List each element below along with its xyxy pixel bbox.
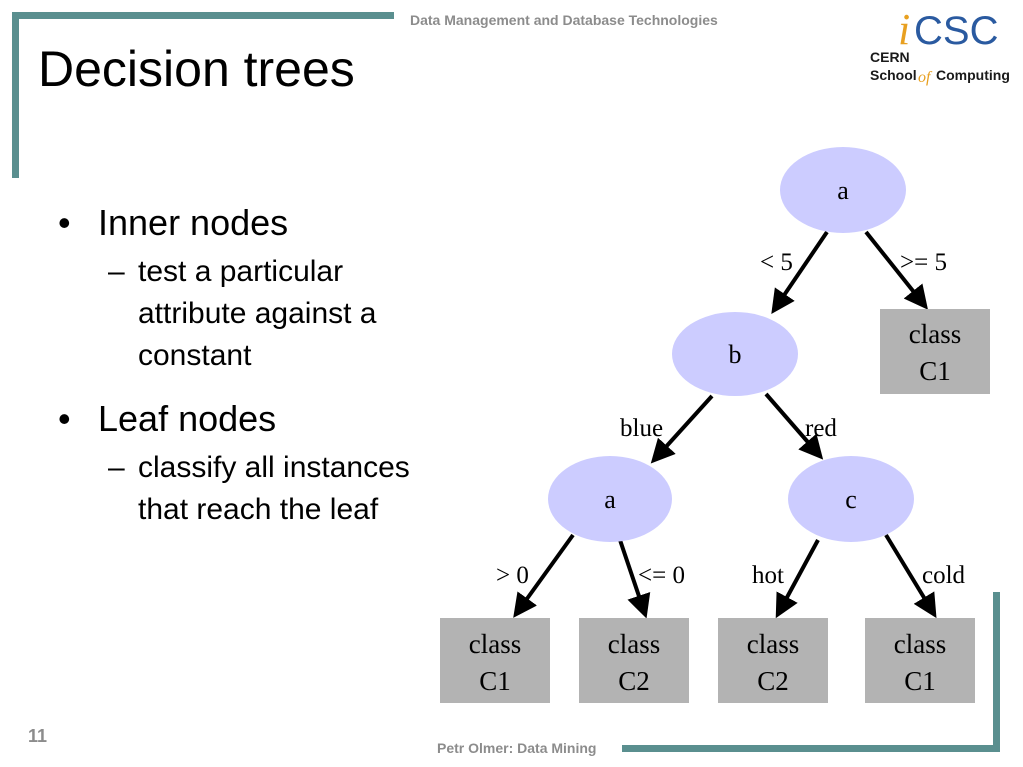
edge-label-red: red <box>805 415 837 442</box>
node-root-label: a <box>837 176 849 205</box>
edge-c-to-leaf-c1 <box>884 533 937 619</box>
edge-root-to-leaf <box>864 230 928 310</box>
node-root <box>780 147 906 233</box>
leaf-label-line2: C2 <box>757 666 789 696</box>
bullet-glyph: • <box>58 202 71 243</box>
slide-number: 11 <box>28 726 48 746</box>
node-b-label: b <box>729 340 742 369</box>
edge-b-to-c <box>764 392 824 460</box>
sub-bullet-line: that reach the leaf <box>138 493 379 526</box>
dash-glyph: – <box>108 255 125 288</box>
sub-bullet-leaf-nodes: – classify all instances that reach the … <box>58 447 478 531</box>
leaf-label-line2: C1 <box>479 666 511 696</box>
node-a <box>548 456 672 542</box>
edge-b-to-a <box>650 394 714 464</box>
header-text: Data Management and Database Technologie… <box>410 12 718 28</box>
leaf-c-left <box>718 618 828 703</box>
sub-bullet-line: test a particular <box>138 255 344 288</box>
logo-of: of <box>918 69 933 86</box>
edge-label-lt5: < 5 <box>760 249 793 276</box>
edge-label-hot: hot <box>752 562 784 589</box>
leaf-label-line1: class <box>909 319 961 349</box>
sub-bullet-line: constant <box>138 339 252 372</box>
leaf-label-line1: class <box>747 629 799 659</box>
footer-text: Petr Olmer: Data Mining <box>437 740 597 756</box>
leaf-label-line2: C1 <box>919 356 951 386</box>
node-c <box>788 456 914 542</box>
sub-bullet-line: classify all instances <box>138 451 410 484</box>
logo-cern: CERN <box>870 49 910 65</box>
bullet-list: • Inner nodes – test a particular attrib… <box>58 195 478 531</box>
logo-school: School <box>870 67 917 83</box>
dash-glyph: – <box>108 451 125 484</box>
leaf-a-right <box>579 618 689 703</box>
edge-a-to-leaf-c2 <box>618 539 651 619</box>
edge-c-to-leaf-c2 <box>775 539 820 619</box>
edge-label-gt0: > 0 <box>496 562 529 589</box>
edge-label-le0: <= 0 <box>638 562 685 589</box>
node-c-label: c <box>845 485 857 514</box>
edge-label-ge5: >= 5 <box>900 249 947 276</box>
node-b <box>672 312 798 396</box>
frame-bottom-bar <box>622 745 1000 752</box>
icsc-logo: i CSC CERN School of Computing <box>870 6 1010 86</box>
bullet-glyph: • <box>58 398 71 439</box>
logo-csc: CSC <box>914 9 998 53</box>
edge-root-to-b <box>771 230 829 314</box>
sub-bullet-line: attribute against a <box>138 297 377 330</box>
logo-i: i <box>898 6 910 54</box>
edge-label-blue: blue <box>620 415 663 442</box>
leaf-label-line2: C2 <box>618 666 650 696</box>
edge-a-to-leaf-c1 <box>513 533 575 618</box>
leaf-label-line2: C1 <box>904 666 936 696</box>
edge-label-cold: cold <box>922 562 966 589</box>
frame-top-bar <box>12 12 394 19</box>
frame-left-bar <box>12 12 19 178</box>
leaf-c-right <box>865 618 975 703</box>
bullet-inner-nodes: • Inner nodes <box>58 195 478 251</box>
leaf-label-line1: class <box>894 629 946 659</box>
slide-title: Decision trees <box>38 41 355 97</box>
node-a-label: a <box>604 485 616 514</box>
leaf-root-right <box>880 309 990 394</box>
leaf-label-line1: class <box>469 629 521 659</box>
leaf-label-line1: class <box>608 629 660 659</box>
bullet-text: Leaf nodes <box>98 398 277 439</box>
sub-bullet-inner-nodes: – test a particular attribute against a … <box>58 251 478 377</box>
bullet-leaf-nodes: • Leaf nodes <box>58 391 478 447</box>
frame-right-bar <box>993 592 1000 752</box>
logo-computing: Computing <box>936 67 1010 83</box>
bullet-text: Inner nodes <box>98 202 289 243</box>
leaf-a-left <box>440 618 550 703</box>
